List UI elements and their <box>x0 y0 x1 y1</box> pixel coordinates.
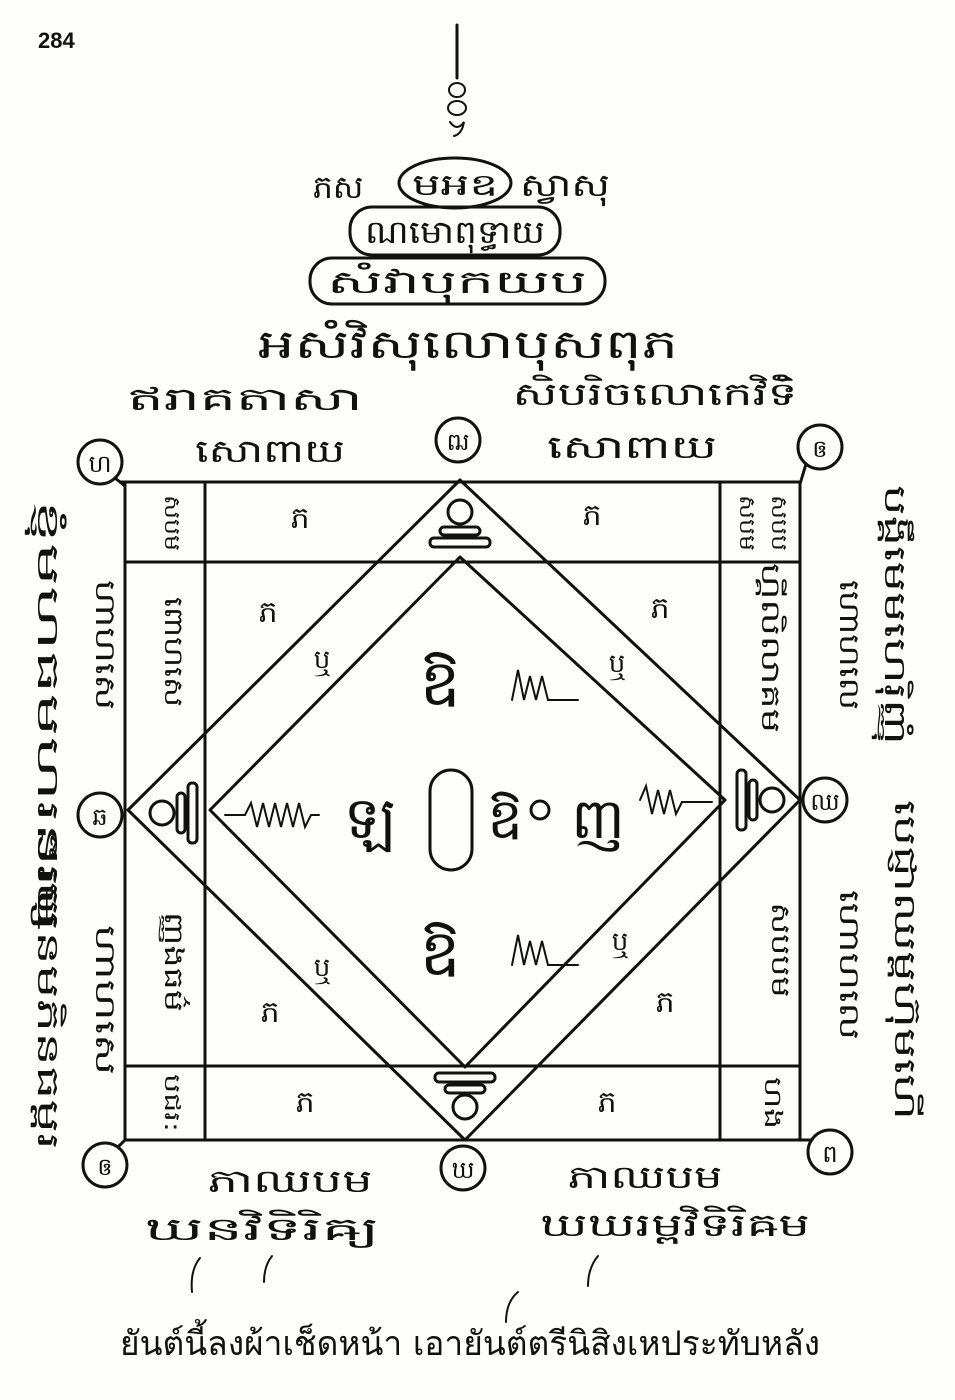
cell-bottom-left-text: បជរ: <box>159 1074 184 1132</box>
squiggle-icon <box>511 934 579 966</box>
band-letter: ភ <box>655 985 674 1020</box>
band-small-letter: ឬ <box>612 927 629 959</box>
node-mid-left: ឆ <box>76 791 124 839</box>
center-pill <box>428 768 474 872</box>
node-bottom-left-label: ឲ <box>97 1153 112 1181</box>
lower-row-right: ភាឈបម <box>568 1158 723 1196</box>
offering-stack-left-icon <box>148 781 199 845</box>
node-mid-left-label: ឆ <box>92 803 107 831</box>
node-bottom-left: ឲ <box>81 1138 129 1189</box>
node-top-mid-label: ឍ <box>447 428 470 456</box>
cell-top-right-text-b: សបប <box>766 495 791 551</box>
hook-marks-icon <box>190 1255 599 1323</box>
node-top-right-label: ឲ <box>812 435 827 463</box>
inner-column-left-lower: ញ្ញងធម៌ <box>158 912 190 1012</box>
inner-column-left-upper: ពោហសេ <box>158 597 188 707</box>
center-mid-letter: ឱ <box>487 787 523 852</box>
center-top-letter: ឱ <box>420 647 461 721</box>
upper-word-left: សោពាយ <box>195 432 345 470</box>
lower-word-left: ឃនវិទិរិឝ្យ <box>145 1209 380 1248</box>
box-line-2-frame <box>308 256 607 306</box>
top-stem-icon <box>447 23 467 137</box>
page-number: 284 <box>38 28 75 53</box>
upper-row-right: សិបរិចលោកេវិទិំ <box>513 374 798 413</box>
center-bottom-symbol: ឱ <box>420 917 579 991</box>
yantra-frame <box>118 480 802 1142</box>
outer-strip-left-lower: ហាហសេ <box>89 925 122 1075</box>
outer-strip-right-lower: ហោហលេ <box>833 890 866 1040</box>
squiggle-icon <box>224 800 320 830</box>
center-top-symbol: ឱ <box>420 647 579 721</box>
side-text-left-upper: ខ្ញុំមហធមហរនរម <box>24 500 67 930</box>
node-top-left: ហ <box>76 438 127 488</box>
cell-bottom-right-text: ហង <box>759 1077 787 1129</box>
band-small-letter: ឬ <box>314 953 331 985</box>
band-small-letter: ឬ <box>609 649 626 681</box>
squiggle-icon <box>639 782 713 817</box>
node-top-mid: ឍ <box>434 416 482 464</box>
band-letter: ភ <box>260 995 279 1030</box>
inner-column-right-lower: សបបម <box>765 903 795 998</box>
band-letter: ភ <box>290 501 309 536</box>
caption: ยันต์นี้ลงผ้าเช็ดหน้า เอายันต์ตรีนิสิงเห… <box>120 1319 820 1364</box>
band-letter: ភ <box>295 1085 314 1120</box>
band-letter: ភ <box>597 1085 616 1120</box>
side-text-right-lower: បេជ្ញាឈម្ពហ៊ុមហើ <box>885 800 924 1120</box>
band-small-letter: ឬ <box>314 645 331 677</box>
node-bottom-right-label: ព <box>822 1140 837 1168</box>
offering-stack-top-icon <box>428 498 492 549</box>
outer-diamond <box>126 478 802 1142</box>
header-boxed-text: មអឧ <box>412 168 498 203</box>
band-letter: ភ <box>650 591 669 626</box>
upper-row-left: ឥរាគតាសា <box>128 380 363 418</box>
band-letter: ភ <box>582 498 601 533</box>
node-bottom-right: ព <box>798 1128 854 1176</box>
inner-column-right-upper: ហ្គីលិលាគម <box>755 563 787 733</box>
center-right-letter: ញ <box>571 787 624 852</box>
center-left-letter: ឡ <box>344 784 396 853</box>
node-bottom-mid-label: ឃ <box>452 1156 475 1184</box>
box-line-1: ណមោពុទ្ធាយ <box>365 213 545 254</box>
offering-stack-bottom-icon <box>433 1071 497 1121</box>
header-left-text: ភស <box>313 168 364 206</box>
lower-word-right: ឃឃរម្ពវិទិរិឝម <box>540 1205 810 1244</box>
center-dot <box>529 799 551 821</box>
outer-strip-left-upper: ហាហសេ <box>89 580 122 710</box>
heart-line: អសំវិសុលោបុសពុភ <box>258 319 678 371</box>
box-line-1-frame <box>348 205 562 257</box>
lower-row-left: ភាឈបម <box>208 1162 373 1200</box>
cell-top-left-text: សបម <box>159 495 184 551</box>
box-line-2: សំវាបុកយប <box>327 262 587 304</box>
center-bottom-letter: ឱ <box>420 917 461 991</box>
cell-top-right-text-a: សបម <box>734 495 759 551</box>
offering-stack-right-icon <box>735 768 786 832</box>
header-right-text: ស្វាសុ <box>520 166 610 207</box>
side-text-right-upper: បង្គឹមេមហេរ៉ិញ្ញុំ <box>871 485 915 745</box>
squiggle-icon <box>511 669 579 701</box>
band-letter: ភ <box>258 595 277 630</box>
node-bottom-mid: ឃ <box>439 1144 487 1192</box>
node-mid-right: ឈ <box>801 776 849 824</box>
node-top-right: ឲ <box>796 423 844 486</box>
node-top-left-label: ហ <box>89 450 112 478</box>
node-mid-right-label: ឈ <box>810 788 839 816</box>
upper-word-right: សោពាយ <box>547 428 717 466</box>
inner-diamond <box>208 555 727 1069</box>
outer-strip-right-upper: ហោហលេ <box>833 580 866 710</box>
side-text-left-lower: ៗរម្សនមភិនធម្ពរ <box>30 830 67 1150</box>
